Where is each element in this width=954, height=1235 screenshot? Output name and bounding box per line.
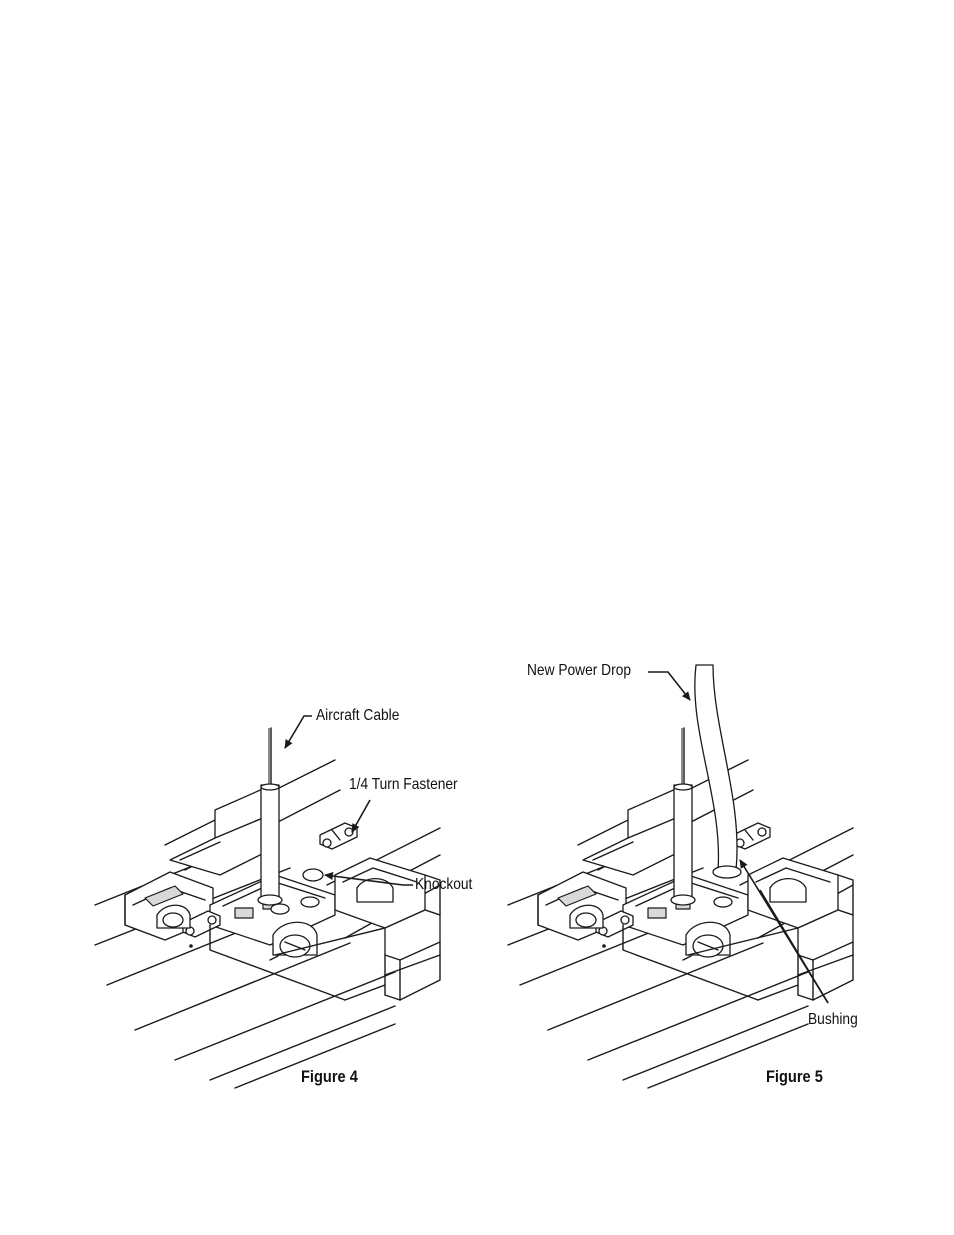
label-bushing: Bushing [808,1011,858,1029]
bushing-ring [713,866,741,878]
caption-figure-4: Figure 4 [301,1067,358,1087]
power-drop-conduit [695,665,737,870]
knockout-hole [303,869,323,881]
label-knockout: Knockout [415,876,472,894]
label-new-power-drop: New Power Drop [527,662,631,680]
arrow-head-icon [352,800,370,832]
figure-5-diagram [508,665,853,1088]
arrow-head-icon [648,672,690,700]
cable-sleeve [261,785,279,900]
label-quarter-turn-fastener: 1/4 Turn Fastener [349,776,458,794]
arrow-head-icon [285,716,312,748]
caption-figure-5: Figure 5 [766,1067,823,1087]
label-aircraft-cable: Aircraft Cable [316,707,399,725]
